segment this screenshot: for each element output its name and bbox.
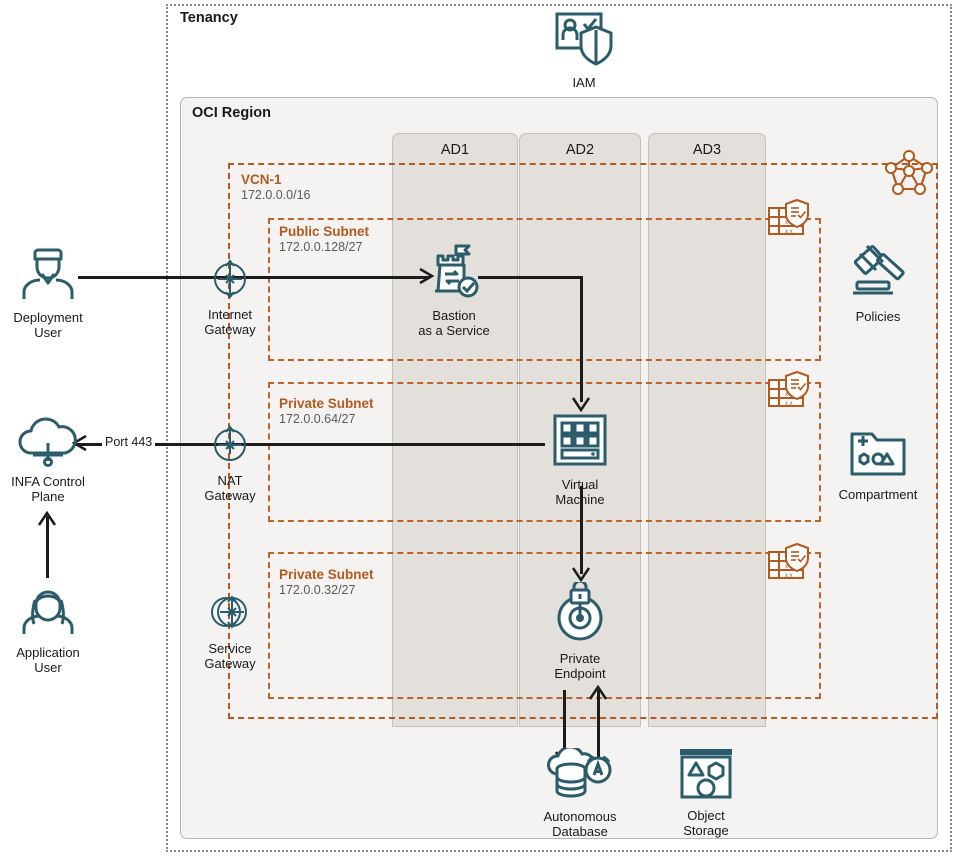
svg-text:x x: x x	[785, 229, 793, 235]
object-storage-icon	[662, 745, 750, 806]
connector-bastion-right	[478, 276, 583, 279]
public-subnet-cidr: 172.0.0.128/27	[279, 240, 363, 254]
nat-gateway-icon	[184, 424, 276, 471]
object-storage-label: Object Storage	[683, 808, 729, 838]
private-subnet-1-cidr: 172.0.0.64/27	[279, 412, 356, 426]
node-infa-control-plane: INFA Control Plane	[2, 415, 94, 505]
tenancy-label: Tenancy	[180, 10, 238, 26]
private-endpoint-lock-icon	[534, 579, 626, 649]
ad2-label: AD2	[565, 142, 595, 158]
node-deployment-user: Deployment User	[2, 243, 94, 341]
vcn-cidr: 172.0.0.0/16	[241, 188, 311, 202]
private-subnet-2-name: Private Subnet	[279, 567, 374, 582]
autonomous-database-label: Autonomous Database	[543, 809, 617, 839]
private-subnet-2-container	[268, 552, 821, 699]
arrowhead-to-private-endpoint	[571, 567, 591, 583]
node-object-storage: Object Storage	[662, 745, 750, 839]
port-443-label: Port 443	[102, 435, 156, 449]
internet-gateway-label: Internet Gateway	[204, 307, 256, 337]
security-list-icon-private-2: x xx xx x	[766, 540, 816, 591]
user-long-hair-icon	[2, 578, 94, 643]
node-internet-gateway: Internet Gateway	[184, 258, 276, 338]
autonomous-database-icon	[522, 745, 638, 807]
svg-text:x x: x x	[785, 401, 793, 407]
user-cap-icon	[2, 243, 94, 308]
iam-shield-icon	[538, 10, 630, 73]
vcn-mesh-icon	[882, 148, 936, 203]
compartment-folder-icon	[824, 428, 932, 485]
connector-adb-to-pe	[597, 690, 600, 758]
gavel-icon	[830, 240, 926, 307]
node-iam: IAM	[538, 10, 630, 91]
vcn-name: VCN-1	[241, 172, 282, 187]
application-user-label: Application User	[16, 645, 80, 675]
private-subnet-2-cidr: 172.0.0.32/27	[279, 583, 356, 597]
node-nat-gateway: NAT Gateway	[184, 424, 276, 504]
connector-pe-to-adb	[563, 690, 566, 758]
security-list-icon-private-1: x xx xx x	[766, 368, 816, 419]
ad3-label: AD3	[692, 142, 722, 158]
node-application-user: Application User	[2, 578, 94, 676]
connector-bastion-to-vm	[580, 276, 583, 402]
service-gateway-label: Service Gateway	[204, 641, 256, 671]
arrowhead-to-bastion	[419, 267, 435, 285]
service-gateway-icon	[184, 590, 276, 639]
bastion-icon	[406, 243, 502, 306]
internet-gateway-icon	[184, 258, 276, 305]
availability-domain-3	[648, 133, 766, 727]
virtual-machine-label: Virtual Machine	[555, 477, 605, 507]
cloud-icon	[2, 415, 94, 472]
node-compartment: Compartment	[824, 428, 932, 503]
arrowhead-appuser-up	[37, 510, 57, 526]
deployment-user-label: Deployment User	[13, 310, 83, 340]
connector-deployment-to-bastion	[78, 276, 430, 279]
public-subnet-container	[268, 218, 821, 361]
node-policies: Policies	[830, 240, 926, 325]
compartment-label: Compartment	[838, 487, 918, 502]
bastion-label: Bastion as a Service	[418, 308, 490, 338]
public-subnet-name: Public Subnet	[279, 224, 370, 239]
ad1-label: AD1	[440, 142, 470, 158]
node-service-gateway: Service Gateway	[184, 590, 276, 672]
node-bastion-as-a-service: Bastion as a Service	[406, 243, 502, 339]
node-virtual-machine: Virtual Machine	[534, 412, 626, 508]
availability-domain-1	[392, 133, 518, 727]
arrowhead-to-pe-up	[588, 684, 608, 700]
node-private-endpoint: Private Endpoint	[534, 579, 626, 682]
connector-nat-to-infa	[75, 443, 545, 446]
private-subnet-1-container	[268, 382, 821, 522]
virtual-machine-icon	[534, 412, 626, 475]
svg-text:x x: x x	[785, 573, 793, 579]
security-list-icon-public: x xx xx x	[766, 196, 816, 247]
private-endpoint-label: Private Endpoint	[554, 651, 606, 681]
connector-appuser-to-infa	[46, 516, 49, 578]
connector-vm-to-private-endpoint	[580, 486, 583, 574]
nat-gateway-label: NAT Gateway	[204, 473, 256, 503]
policies-label: Policies	[855, 309, 901, 324]
iam-label: IAM	[572, 75, 596, 90]
private-subnet-1-name: Private Subnet	[279, 396, 374, 411]
infa-control-plane-label: INFA Control Plane	[11, 474, 85, 504]
arrowhead-to-vm	[571, 397, 591, 413]
oci-region-label: OCI Region	[192, 105, 271, 121]
node-autonomous-database: Autonomous Database	[522, 745, 638, 840]
